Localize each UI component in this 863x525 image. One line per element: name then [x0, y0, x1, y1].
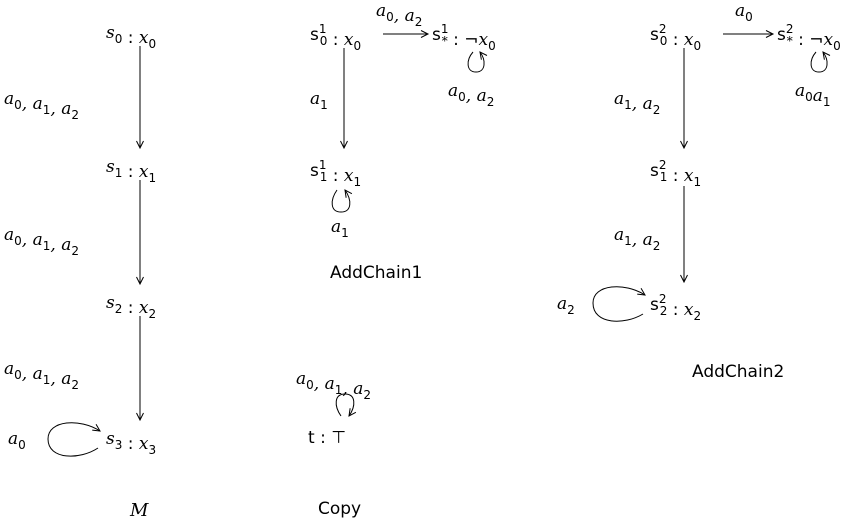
node-ac2-s0: s2 0 : x0: [650, 22, 701, 53]
edge-label-m-s2-s3: a0, a1, a2: [4, 359, 79, 392]
loop-label-copy-t: a0, a1, a2: [296, 369, 371, 402]
loop-ac1-sstar: [467, 51, 488, 73]
loop-label-ac1-sstar: a0, a2: [448, 81, 494, 109]
node-ac1-s0: s1 0 : x0: [310, 22, 361, 53]
node-ac2-sstar: s2 * : ¬x0: [777, 22, 841, 53]
node-m-s3: s3 : x3: [106, 429, 156, 457]
node-ac2-s1: s2 1 : x1: [650, 158, 701, 189]
loop-label-ac1-s1: a1: [331, 217, 349, 240]
diagram-addchain2: s2 0 : x0 a0 s2 * : ¬x0 a0a1 a1, a2 s2 1…: [557, 1, 841, 382]
loop-ac1-s1: [331, 189, 353, 213]
loop-copy-t: [335, 393, 357, 417]
node-copy-t: t : ⊤: [308, 428, 346, 448]
node-ac2-s2: s2 2 : x2: [650, 292, 701, 323]
node-m-s1: s1 : x1: [106, 157, 156, 185]
edge-label-ac2-s0-s1: a1, a2: [614, 89, 660, 117]
loop-label-m-s3: a0: [8, 429, 26, 452]
caption-addchain1: AddChain1: [330, 263, 422, 283]
loop-ac2-sstar: [810, 51, 831, 73]
edge-label-m-s1-s2: a0, a1, a2: [4, 225, 79, 258]
loop-m-s3: [47, 422, 101, 457]
node-m-s2: s2 : x2: [106, 293, 156, 321]
edge-label-m-s0-s1: a0, a1, a2: [4, 89, 79, 122]
node-m-s0: s0 : x0: [106, 23, 156, 51]
edge-label-ac2-s0-sstar: a0: [735, 1, 753, 24]
caption-m: M: [129, 500, 149, 521]
edge-label-ac1-s0-s1: a1: [310, 89, 328, 112]
edge-label-ac1-s0-sstar: a0, a2: [376, 1, 422, 29]
loop-label-ac2-s2: a2: [557, 294, 575, 317]
node-ac1-s1: s1 1 : x1: [310, 158, 361, 189]
loop-label-ac2-sstar: a0a1: [795, 81, 831, 109]
caption-copy: Copy: [318, 499, 361, 519]
loop-ac2-s2: [592, 286, 646, 322]
diagram-copy: a0, a1, a2 t : ⊤ Copy: [296, 369, 371, 519]
diagram-m: s0 : x0 a0, a1, a2 s1 : x1 a0, a1, a2 s2…: [4, 23, 156, 521]
node-ac1-sstar: s1 * : ¬x0: [432, 22, 496, 53]
edge-label-ac2-s1-s2: a1, a2: [614, 225, 660, 253]
caption-addchain2: AddChain2: [692, 362, 784, 382]
diagram-addchain1: s1 0 : x0 a0, a2 s1 * : ¬x0 a0, a2 a1 s1…: [310, 1, 496, 283]
